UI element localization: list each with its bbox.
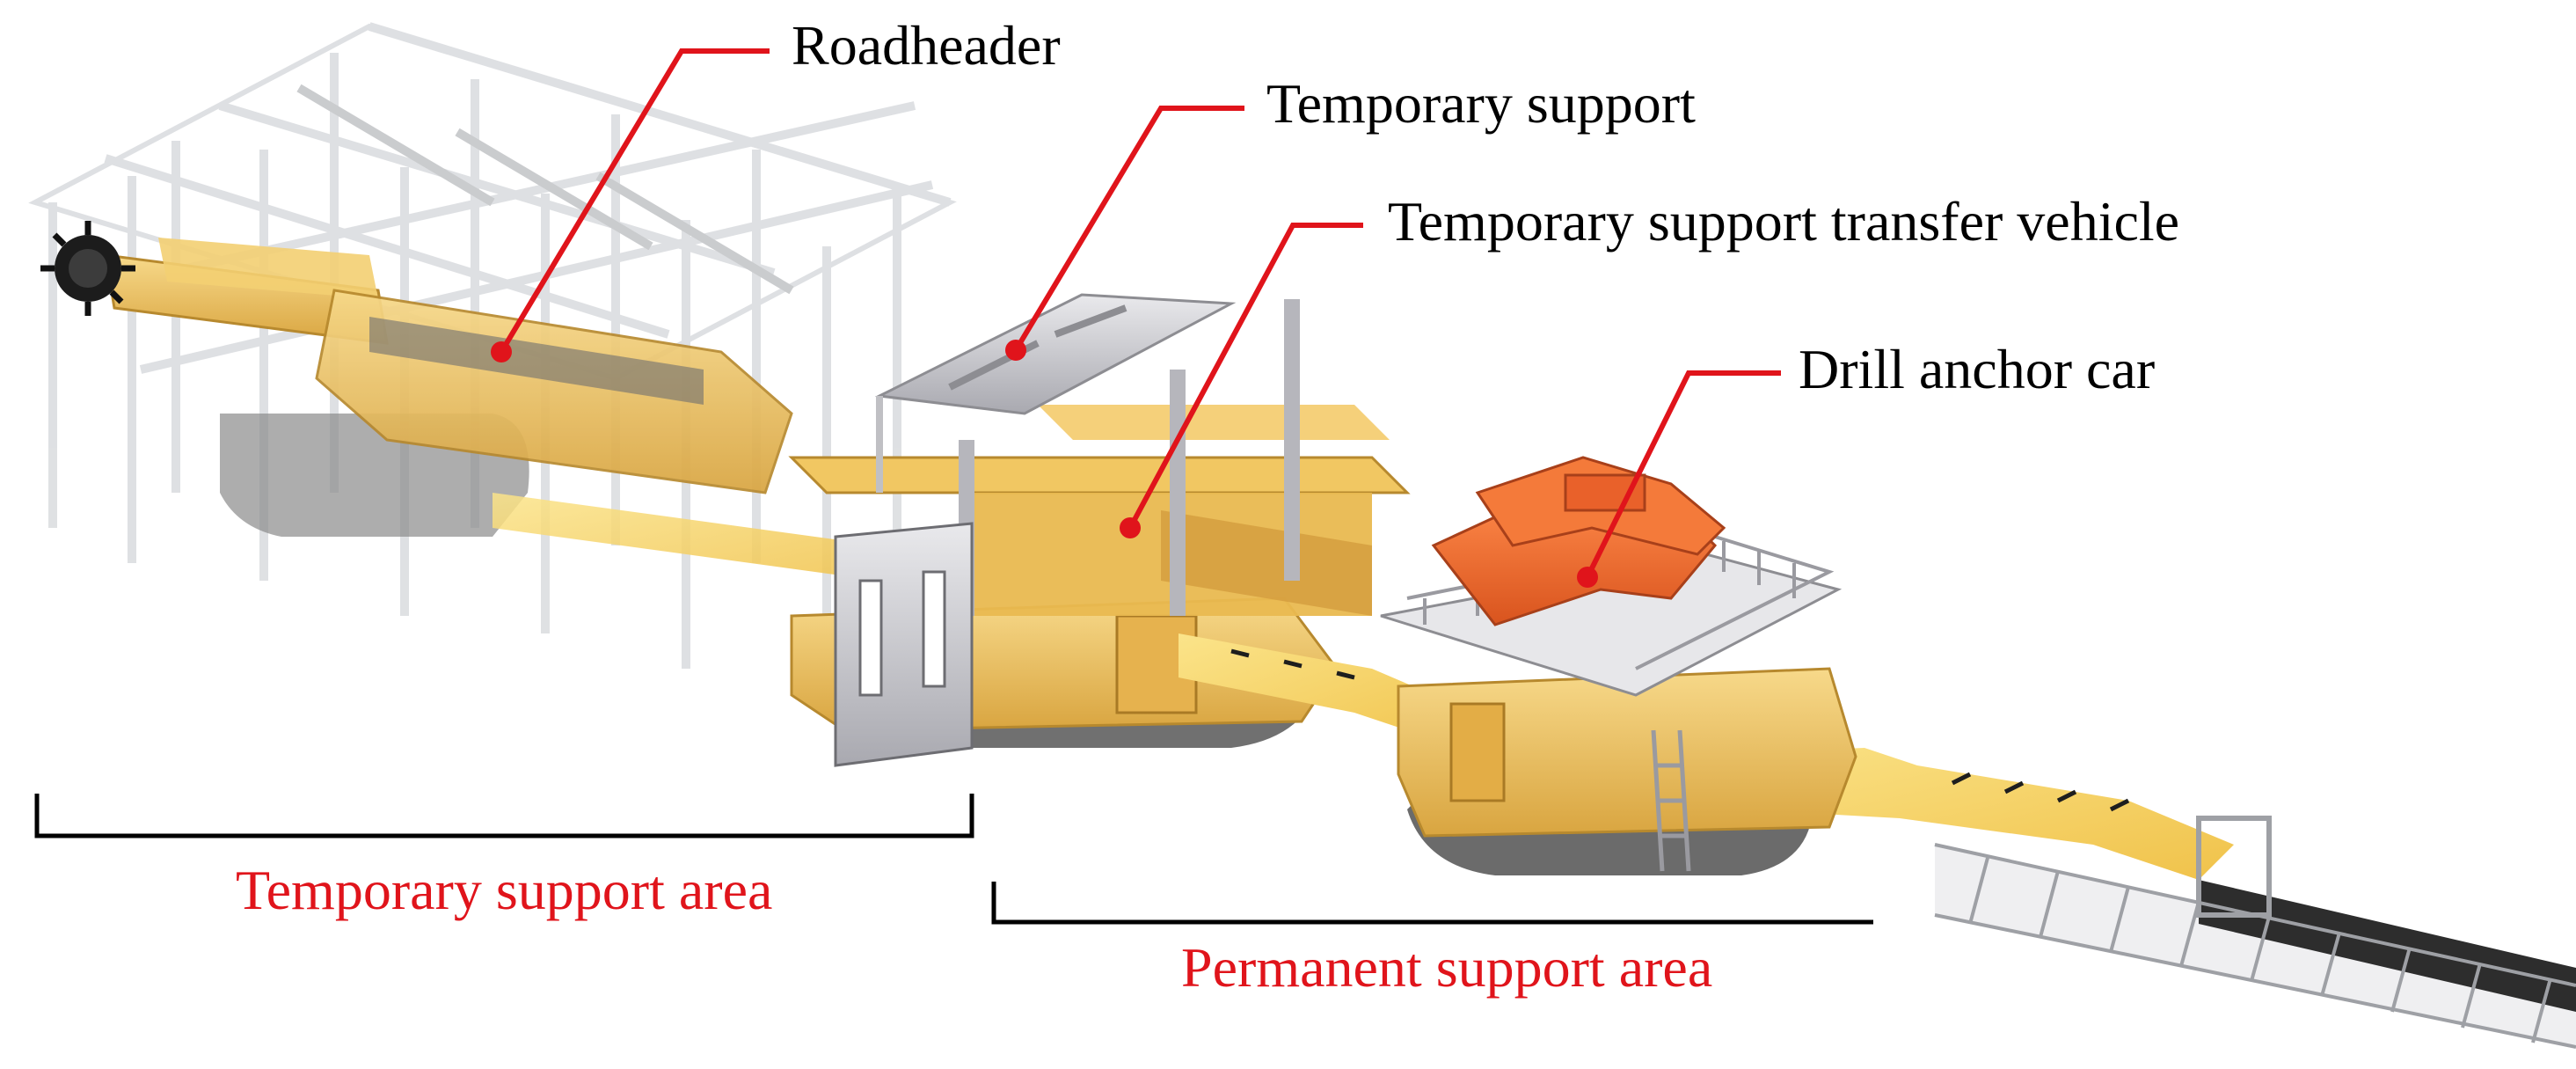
roadheader-machine [40, 221, 879, 581]
drill-anchor-car [1380, 456, 1857, 875]
label-roadheader: Roadheader [792, 14, 1061, 77]
label-drill-anchor-car: Drill anchor car [1799, 338, 2156, 400]
callout-leaders [499, 48, 1781, 579]
bracket-temporary [34, 794, 974, 838]
point-drill-anchor-car [1577, 567, 1598, 588]
leader-transfer-vehicle [1127, 223, 1363, 530]
transfer-vehicle [788, 299, 1411, 767]
label-temporary-support: Temporary support [1266, 72, 1696, 135]
point-roadheader [491, 341, 512, 362]
leader-temporary-support [1013, 106, 1244, 352]
temporary-support-plate [874, 293, 1237, 493]
label-permanent-support-area: Permanent support area [1181, 936, 1713, 999]
leader-drill-anchor-car [1585, 370, 1781, 579]
point-temporary-support [1005, 340, 1026, 361]
callout-points [491, 340, 1598, 588]
conveyor-truss [1934, 816, 2576, 1049]
bracket-permanent [991, 882, 1873, 925]
area-brackets [34, 794, 1873, 925]
label-transfer-vehicle: Temporary support transfer vehicle [1388, 190, 2180, 253]
leader-roadheader [499, 48, 770, 354]
label-temporary-support-area: Temporary support area [236, 859, 773, 921]
point-transfer-vehicle [1120, 517, 1141, 538]
